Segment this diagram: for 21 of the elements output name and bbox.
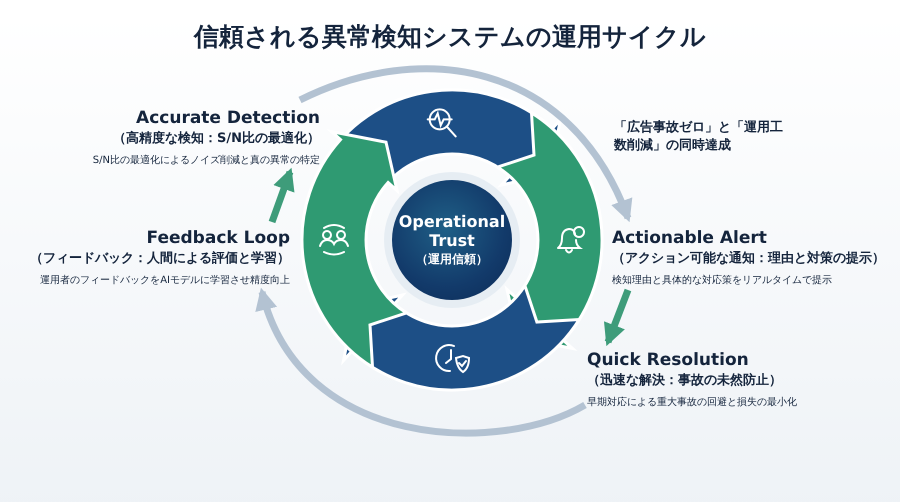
cycle-arrow <box>257 288 587 436</box>
cycle-arrow <box>604 288 632 346</box>
heading: Accurate Detection <box>136 108 320 128</box>
subheading: （迅速な解決：事故の未然防止） <box>587 372 782 389</box>
description: 運用者のフィードバックをAIモデルに学習させ精度向上 <box>40 274 290 287</box>
heading: Feedback Loop <box>146 228 290 248</box>
heading: Quick Resolution <box>587 350 749 370</box>
heading: Operational Trust <box>398 212 506 250</box>
cycle-arrow <box>298 65 632 222</box>
heading: Actionable Alert <box>612 228 767 248</box>
cycle-arrow <box>268 168 294 224</box>
subheading: （アクション可能な通知：理由と対策の提示） <box>612 250 885 267</box>
description: 早期対応による重大事故の回避と損失の最小化 <box>587 396 797 409</box>
subheading: （フィードバック：人間による評価と学習） <box>30 250 290 267</box>
subheading: （運用信頼） <box>416 251 488 268</box>
center-circle <box>392 180 512 300</box>
goal-note: 「広告事故ゼロ」と「運用工数削減」の同時達成 <box>614 118 784 154</box>
title: 信頼される異常検知システムの運用サイクル <box>192 21 707 53</box>
description: 検知理由と具体的な対応策をリアルタイムで提示 <box>612 274 832 287</box>
subheading: （高精度な検知：S/N比の最適化） <box>113 130 320 147</box>
description: S/N比の最適化によるノイズ削減と真の異常の特定 <box>92 154 320 167</box>
